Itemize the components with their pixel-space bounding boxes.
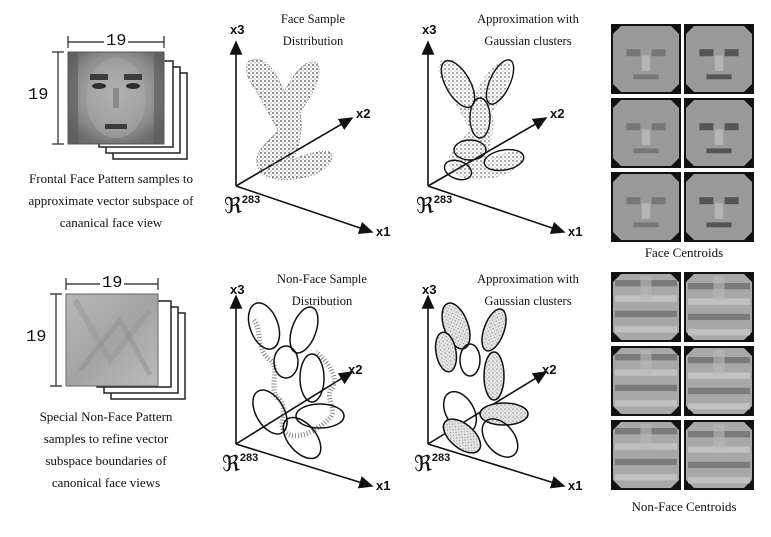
face-clusters-title: Approximation with Gaussian clusters <box>458 8 598 52</box>
face-clusters-title-line-2: Gaussian clusters <box>484 34 572 48</box>
plot4-x2-label: x2 <box>542 362 557 377</box>
face-centroid-5 <box>611 172 681 242</box>
nonface-sample-cloud <box>247 302 345 460</box>
nonface-distribution-title-line-2: Distribution <box>291 294 353 308</box>
face-caption-line-3: cananical face view <box>59 215 163 230</box>
space-exponent: 283 <box>433 194 453 206</box>
plot2-x3-label: x3 <box>422 22 437 37</box>
plot2-x2-label: x2 <box>550 106 565 121</box>
nonface-samples-caption: Special Non-Face Pattern samples to refi… <box>0 406 212 494</box>
nonface-caption-line-4: canonical face views <box>51 475 161 490</box>
face-sample-stack <box>67 51 188 160</box>
plot4-x3-label: x3 <box>422 282 437 297</box>
nonface-caption-line-3: subspace boundaries of <box>45 453 167 468</box>
plot3-space-label: ℜ283 <box>222 452 258 477</box>
nonface-sample-stack <box>65 293 186 400</box>
nonface-clusters-title-line-2: Gaussian clusters <box>484 294 572 308</box>
plot1-space-label: ℜ283 <box>224 194 260 219</box>
face-height-label: 19 <box>28 86 49 105</box>
face-distribution-title: Face Sample Distribution <box>258 8 368 52</box>
space-exponent: 283 <box>241 194 261 206</box>
nonface-centroid-5 <box>611 420 681 490</box>
face-centroid-6 <box>684 172 754 242</box>
nonface-centroid-3 <box>611 346 681 416</box>
face-centroid-4 <box>684 98 754 168</box>
face-centroid-1 <box>611 24 681 94</box>
nonface-distribution-title-line-1: Non-Face Sample <box>277 272 367 286</box>
nonface-caption-line-2: samples to refine vector <box>43 431 169 446</box>
plot2-x1-label: x1 <box>568 224 583 239</box>
plot3-x3-label: x3 <box>230 282 245 297</box>
face-samples-caption: Frontal Face Pattern samples to approxim… <box>0 168 222 234</box>
nonface-height-label: 19 <box>26 328 47 347</box>
plot4-space-label: ℜ283 <box>414 452 450 477</box>
face-sample-cloud <box>246 59 333 180</box>
nonface-centroid-4 <box>684 346 754 416</box>
face-distribution-title-line-2: Distribution <box>282 34 344 48</box>
nonface-clusters-title-line-1: Approximation with <box>477 272 579 286</box>
face-centroids-grid <box>611 24 754 242</box>
face-centroid-2 <box>684 24 754 94</box>
space-symbol: ℜ <box>222 452 240 477</box>
face-centroids-label: Face Centroids <box>644 245 724 260</box>
face-gaussian-clusters <box>438 59 525 181</box>
nonface-centroids-label: Non-Face Centroids <box>631 499 737 514</box>
plot2-space-label: ℜ283 <box>416 194 452 219</box>
space-symbol: ℜ <box>414 452 432 477</box>
plot3-x1-label: x1 <box>376 478 391 493</box>
face-caption-line-1: Frontal Face Pattern samples to <box>29 171 193 186</box>
plot4-x1-label: x1 <box>568 478 583 493</box>
plot1-x1-label: x1 <box>376 224 391 239</box>
nonface-caption-line-1: Special Non-Face Pattern <box>39 409 173 424</box>
plot1-x2-label: x2 <box>356 106 371 121</box>
nonface-distribution-title: Non-Face Sample Distribution <box>262 268 382 312</box>
nonface-centroid-2 <box>684 272 754 342</box>
nonface-centroid-6 <box>684 420 754 490</box>
nonface-centroid-1 <box>611 272 681 342</box>
face-clusters-title-line-1: Approximation with <box>477 12 579 26</box>
face-centroid-3 <box>611 98 681 168</box>
space-symbol: ℜ <box>416 194 434 219</box>
face-distribution-title-line-1: Face Sample <box>280 12 346 26</box>
face-caption-line-2: approximate vector subspace of <box>28 193 194 208</box>
nonface-gaussian-clusters <box>434 302 529 458</box>
space-exponent: 283 <box>431 452 451 464</box>
space-symbol: ℜ <box>224 194 242 219</box>
space-exponent: 283 <box>239 452 259 464</box>
nonface-width-label: 19 <box>100 274 125 293</box>
nonface-centroids-grid <box>611 272 754 490</box>
nonface-clusters-title: Approximation with Gaussian clusters <box>458 268 598 312</box>
plot1-x3-label: x3 <box>230 22 245 37</box>
plot3-x2-label: x2 <box>348 362 363 377</box>
face-width-label: 19 <box>104 32 129 51</box>
